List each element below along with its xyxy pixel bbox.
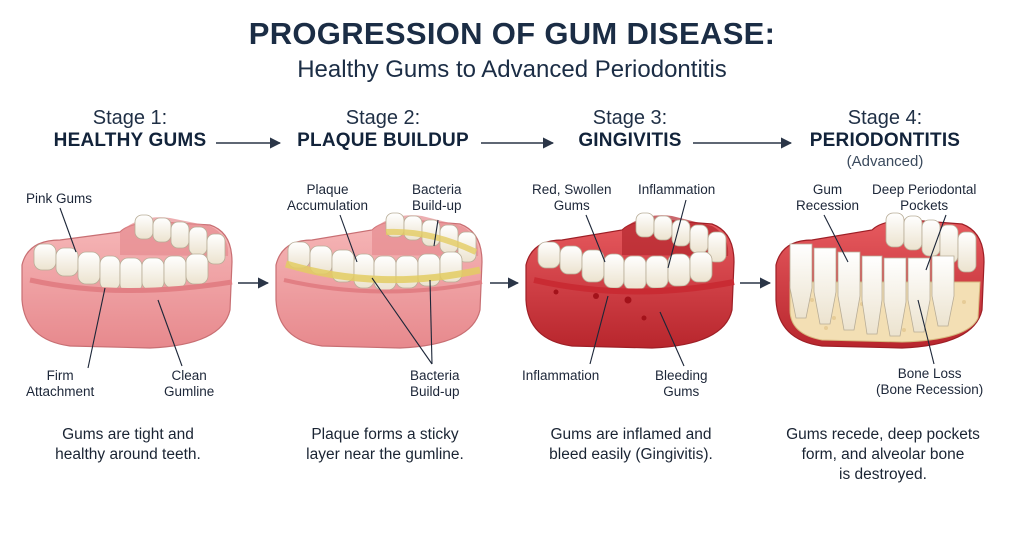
stage-3-number: Stage 3: bbox=[592, 107, 668, 129]
jaw-healthy-illustration bbox=[21, 214, 233, 349]
stage-3-name: GINGIVITIS bbox=[578, 130, 682, 151]
stage-2-description: Plaque forms a sticky layer near the gum… bbox=[306, 426, 464, 464]
label-plaque-accumulation: Plaque Accumulation bbox=[287, 182, 369, 214]
jaw-plaque-illustration bbox=[275, 212, 483, 349]
label-pink-gums: Pink Gums bbox=[26, 191, 93, 206]
stage-3-header: Stage 3: GINGIVITIS bbox=[560, 106, 700, 153]
stage-1-number: Stage 1: bbox=[92, 107, 168, 129]
label-deep-periodontal-pockets: Deep Periodontal Pockets bbox=[872, 182, 977, 214]
stage-2-number: Stage 2: bbox=[345, 107, 421, 129]
page-title: PROGRESSION OF GUM DISEASE: bbox=[248, 16, 776, 51]
label-bacteria-buildup-top: Bacteria Build-up bbox=[412, 182, 462, 214]
page-subtitle: Healthy Gums to Advanced Periodontitis bbox=[297, 56, 727, 83]
label-inflammation-top: Inflammation bbox=[638, 182, 716, 197]
jaw-periodontitis-illustration bbox=[775, 212, 985, 349]
label-red-swollen-gums: Red, Swollen Gums bbox=[532, 182, 612, 214]
stage-4-subname: (Advanced) bbox=[846, 152, 924, 170]
stage-1-description: Gums are tight and healthy around teeth. bbox=[55, 426, 201, 464]
label-bacteria-buildup-bottom: Bacteria Build-up bbox=[410, 368, 460, 400]
stage-1-header: Stage 1: HEALTHY GUMS bbox=[40, 106, 220, 153]
stage-3-description: Gums are inflamed and bleed easily (Ging… bbox=[549, 426, 713, 464]
stage-4-header: Stage 4: PERIODONTITIS (Advanced) bbox=[795, 106, 975, 171]
label-firm-attachment: Firm Attachment bbox=[26, 368, 95, 400]
label-clean-gumline: Clean Gumline bbox=[164, 368, 215, 400]
jaw-gingivitis-illustration bbox=[525, 212, 735, 349]
stage-2-name: PLAQUE BUILDUP bbox=[297, 130, 469, 151]
label-gum-recession: Gum Recession bbox=[796, 182, 860, 214]
stage-4-description: Gums recede, deep pockets form, and alve… bbox=[786, 426, 980, 484]
stage-4-name: PERIODONTITIS bbox=[809, 130, 961, 151]
leader-lines bbox=[59, 199, 947, 369]
label-bone-loss: Bone Loss (Bone Recession) bbox=[876, 366, 984, 398]
label-bleeding-gums: Bleeding Gums bbox=[655, 368, 708, 400]
stage-1-name: HEALTHY GUMS bbox=[53, 130, 207, 151]
stage-4-number: Stage 4: bbox=[847, 107, 923, 129]
stage-2-header: Stage 2: PLAQUE BUILDUP bbox=[283, 106, 483, 153]
label-inflammation-bottom: Inflammation bbox=[522, 368, 600, 383]
